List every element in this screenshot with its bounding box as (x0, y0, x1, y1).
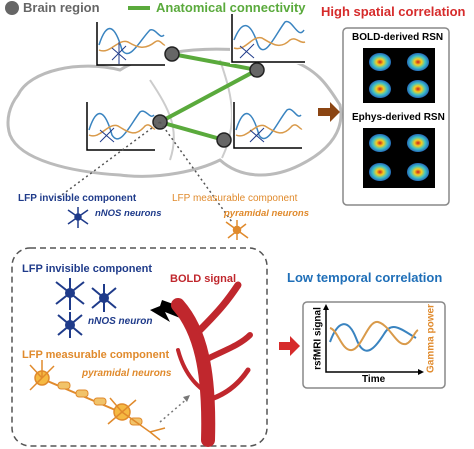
inset-box (11, 247, 268, 447)
middle-nnos-label: nNOS neurons (95, 208, 162, 219)
legend-brain-region-label: Brain region (23, 0, 100, 15)
bold-rsn-label: BOLD-derived RSN (352, 32, 444, 43)
mini-plot-2 (230, 12, 306, 64)
rsfmri-trace (329, 323, 417, 352)
inset-nnos-label: nNOS neuron (88, 316, 153, 327)
nnos-neuron-icon-small (67, 207, 89, 228)
temporal-plot-right-label: Gamma power (425, 304, 437, 373)
brain-region-legend-icon (5, 1, 19, 15)
mini-plot-3 (85, 100, 156, 151)
mini-plot-1 (95, 20, 166, 66)
legend-connectivity-label: Anatomical connectivity (156, 0, 306, 15)
inset-pyramidal-label: pyramidal neurons (82, 368, 172, 379)
inset-lfp-invisible-label: LFP invisible component (22, 263, 152, 275)
temporal-plot-ylabel: rsfMRI signal (312, 307, 324, 370)
pyramidal-neuron-chain-icon (29, 360, 166, 441)
middle-lfp-invisible-label: LFP invisible component (18, 193, 137, 204)
temporal-arrow-icon (279, 336, 300, 356)
ephys-rsn-label: Ephys-derived RSN (352, 112, 445, 123)
pyramidal-neuron-icon-small (225, 220, 249, 240)
blood-vessel-icon (171, 281, 253, 447)
pyramidal-to-vessel-arrow (159, 397, 189, 423)
temporal-plot-axes (325, 308, 418, 373)
mini-plot-4 (232, 100, 303, 149)
gamma-trace (329, 321, 419, 352)
inset-lfp-measurable-label: LFP measurable component (22, 349, 170, 361)
nnos-neuron-cluster-icon (55, 278, 117, 338)
high-spatial-title: High spatial correlation (321, 4, 466, 19)
temporal-plot-panel (302, 301, 446, 389)
temporal-plot-xlabel: Time (362, 374, 386, 385)
middle-lfp-measurable-label: LFP measurable component (172, 193, 298, 204)
connectivity-lines (159, 52, 258, 142)
rsn-arrow-icon (318, 102, 340, 122)
middle-pyramidal-label: pyramidal neurons (224, 208, 309, 219)
zoom-dotted-lines (54, 121, 233, 223)
bold-signal-label: BOLD signal (170, 273, 237, 285)
low-temporal-title: Low temporal correlation (287, 270, 443, 285)
